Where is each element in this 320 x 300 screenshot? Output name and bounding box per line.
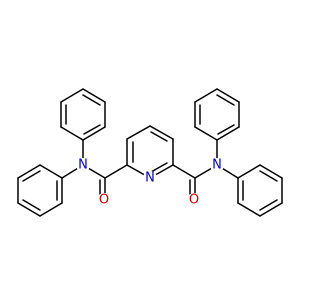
- bond: [259, 202, 283, 217]
- bond: [39, 202, 63, 217]
- double-bond-inner: [22, 170, 41, 182]
- atom-bg: [210, 158, 224, 172]
- bond: [60, 88, 84, 103]
- atom-bg: [143, 171, 157, 185]
- bond: [216, 126, 240, 141]
- bond: [17, 164, 41, 179]
- double-bond-inner: [150, 162, 168, 173]
- bond: [216, 88, 240, 103]
- bond: [39, 164, 63, 179]
- double-bond-inner: [82, 94, 101, 106]
- atom-bg: [97, 193, 111, 207]
- molecule-diagram: N N N O O: [17, 88, 283, 217]
- double-bond-inner: [83, 124, 101, 135]
- bond: [237, 202, 261, 217]
- bond: [104, 164, 128, 179]
- bond: [194, 126, 218, 141]
- bond: [237, 164, 261, 179]
- bond: [17, 202, 41, 217]
- bond: [82, 126, 106, 141]
- bond: [126, 125, 151, 140]
- double-bond-inner: [216, 94, 235, 106]
- double-bond-inner: [259, 170, 278, 182]
- bond: [82, 88, 106, 103]
- left-amide-nitrogen-label: N: [78, 158, 88, 173]
- bond: [172, 164, 196, 179]
- double-bond-inner: [259, 199, 278, 211]
- bond: [259, 164, 283, 179]
- atom-bg: [187, 193, 201, 207]
- bond: [149, 125, 174, 140]
- pyridine-nitrogen-label: N: [145, 171, 155, 186]
- atom-bg: [76, 158, 90, 172]
- double-bond-inner: [150, 131, 168, 142]
- double-bond-inner: [217, 124, 235, 135]
- left-carbonyl-oxygen-label: O: [99, 193, 109, 208]
- right-amide-nitrogen-label: N: [212, 158, 222, 173]
- structure-canvas: N N N O O: [17, 88, 283, 217]
- bond: [60, 126, 84, 141]
- double-bond-inner: [22, 199, 41, 211]
- bonds: [17, 88, 283, 217]
- right-carbonyl-oxygen-label: O: [189, 193, 199, 208]
- atom-labels: N N N O O: [76, 158, 224, 208]
- bond: [194, 88, 218, 103]
